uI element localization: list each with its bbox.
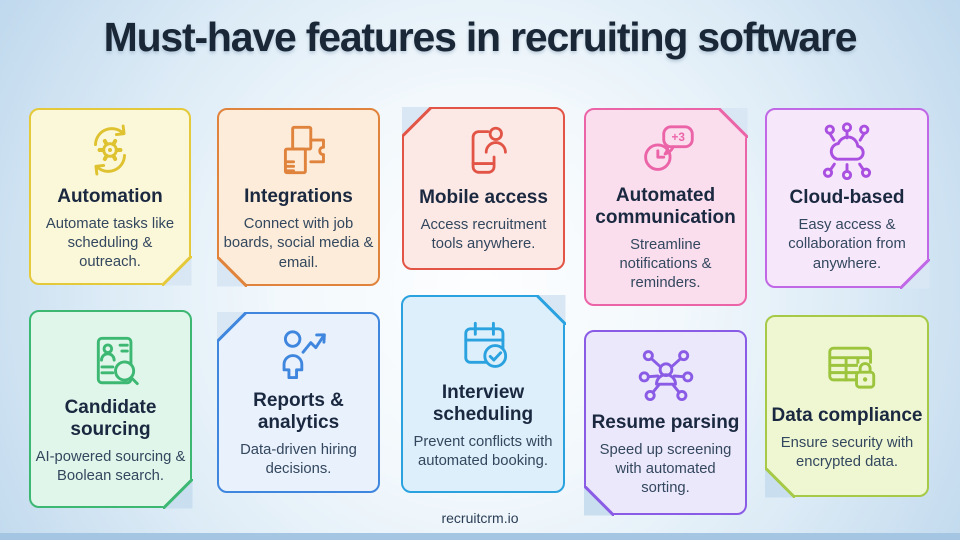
folded-corner	[535, 294, 566, 325]
card-description: AI-powered sourcing & Boolean search.	[35, 448, 186, 484]
card-data-compliance: Data compliance Ensure security with enc…	[764, 315, 929, 498]
card-title: Candidate sourcing	[64, 396, 157, 440]
folded-corner	[583, 485, 614, 516]
sync-gear-icon	[81, 121, 139, 179]
folded-corner	[717, 107, 748, 138]
card-mobile-access: Mobile access Access recruitment tools a…	[401, 106, 565, 270]
svg-text:+3: +3	[671, 131, 685, 144]
card-title: Reports & analytics	[253, 390, 344, 434]
calendar-check-icon	[454, 317, 512, 375]
card-description: Speed up screening with automated sortin…	[599, 441, 732, 497]
mobile-user-icon	[456, 122, 512, 180]
parsing-network-icon	[637, 347, 695, 405]
card-automation: Automation Automate tasks like schedulin…	[29, 108, 192, 286]
card-interview-scheduling: Interview scheduling Prevent conflicts w…	[401, 294, 566, 493]
card-title: Automation	[57, 185, 163, 207]
folded-corner	[216, 311, 247, 342]
cloud-network-icon	[818, 122, 876, 181]
folded-corner	[401, 106, 432, 137]
brand-footer: recruitcrm.io	[441, 510, 519, 526]
folded-corner	[162, 478, 193, 509]
card-candidate-sourcing: Candidate sourcing AI-powered sourcing &…	[29, 310, 193, 509]
card-description: Prevent conflicts with automated booking…	[413, 433, 553, 469]
person-growth-icon	[270, 325, 328, 383]
data-lock-icon	[818, 340, 876, 398]
card-title: Cloud-based	[789, 187, 905, 209]
card-description: Data-driven hiring decisions.	[240, 442, 357, 478]
card-resume-parsing: Resume parsing Speed up screening with a…	[583, 330, 747, 516]
card-description: Easy access & collaboration from anywher…	[788, 217, 906, 272]
card-description: Connect with job boards, social media & …	[223, 216, 374, 271]
puzzle-icon	[270, 121, 328, 179]
card-title: Interview scheduling	[432, 381, 534, 425]
card-title: Automated communication	[595, 185, 736, 229]
card-title: Integrations	[244, 186, 353, 208]
bottom-strip	[0, 533, 960, 540]
card-description: Streamline notifications & reminders.	[619, 236, 712, 292]
card-title: Resume parsing	[591, 411, 740, 433]
card-title: Data compliance	[771, 404, 923, 426]
card-title: Mobile access	[419, 187, 548, 209]
folded-corner	[216, 256, 247, 287]
card-description: Ensure security with encrypted data.	[780, 434, 914, 470]
card-reports-analytics: Reports & analytics Data-driven hiring d…	[216, 311, 380, 493]
card-description: Access recruitment tools anywhere.	[420, 217, 547, 253]
folded-corner	[899, 258, 930, 289]
folded-corner	[161, 255, 192, 286]
card-description: Automate tasks like scheduling & outreac…	[45, 215, 175, 271]
card-cloud-based: Cloud-based Easy access & collaboration …	[765, 108, 930, 289]
card-automated-communication: +3 Automated communication Streamline no…	[584, 107, 748, 306]
card-integrations: Integrations Connect with job boards, so…	[216, 108, 380, 287]
folded-corner	[764, 467, 795, 498]
clock-notification-icon: +3	[637, 120, 695, 178]
resume-search-icon	[82, 332, 140, 390]
page-title: Must-have features in recruiting softwar…	[103, 14, 858, 60]
